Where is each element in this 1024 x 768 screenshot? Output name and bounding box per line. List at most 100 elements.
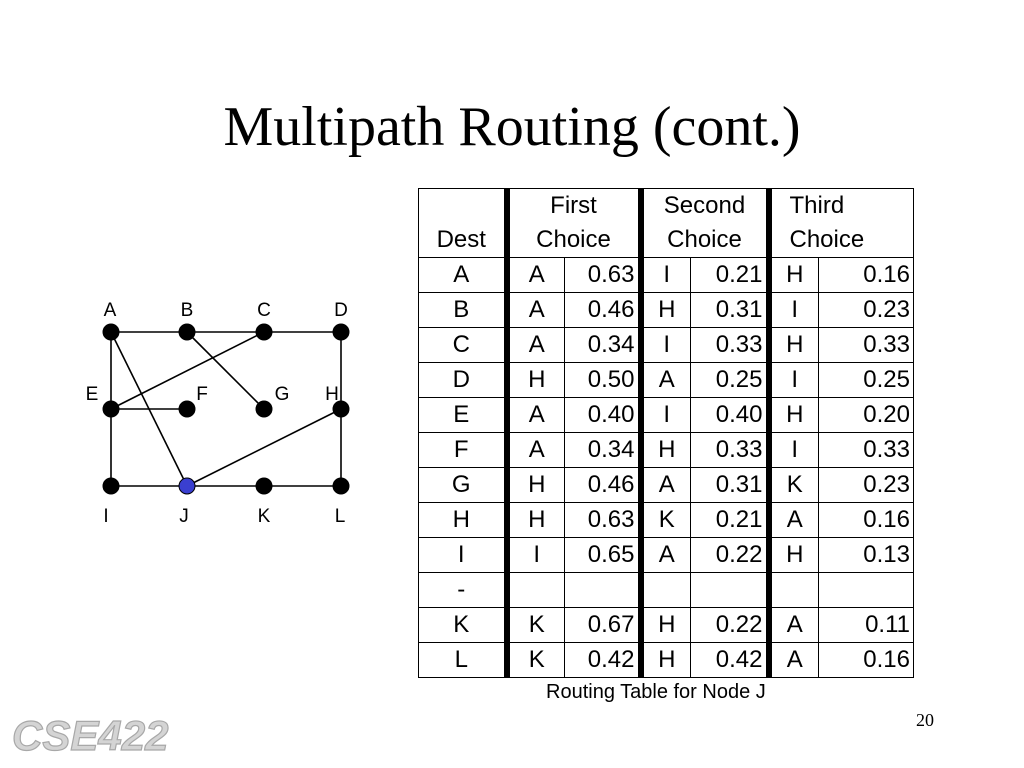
graph-node-label-k: K [258,506,271,527]
first-choice-node: A [506,397,565,433]
header-dest: Dest [418,188,510,258]
first-choice-prob: 0.50 [564,362,644,398]
graph-node-label-e: E [86,384,99,405]
first-choice-prob: 0.67 [564,607,644,643]
second-choice-node: I [640,257,691,293]
page-number: 20 [916,710,934,730]
third-choice-node: I [768,362,819,398]
third-choice-node: K [768,467,819,503]
second-choice-prob: 0.33 [690,432,772,468]
second-choice-prob: 0.31 [690,292,772,328]
third-choice-node: H [768,397,819,433]
second-choice-prob: 0.22 [690,607,772,643]
dest-cell: D [418,362,510,398]
graph-node-i [102,477,120,495]
second-choice-prob: 0.21 [690,257,772,293]
second-choice-node: H [640,642,691,678]
third-choice-prob: 0.23 [818,292,914,328]
second-choice-node: A [640,362,691,398]
graph-node-c [255,323,273,341]
graph-node-j [178,477,196,495]
second-choice-prob: 0.22 [690,537,772,573]
second-choice-node: H [640,292,691,328]
third-choice-node: I [768,292,819,328]
second-choice-prob [690,572,772,608]
first-choice-prob: 0.46 [564,467,644,503]
third-choice-node: A [768,502,819,538]
first-choice-node: A [506,432,565,468]
second-choice-prob: 0.31 [690,467,772,503]
first-choice-node: H [506,502,565,538]
dest-cell: L [418,642,510,678]
third-choice-prob: 0.11 [818,607,914,643]
third-choice-prob: 0.23 [818,467,914,503]
second-choice-prob: 0.40 [690,397,772,433]
dest-cell: A [418,257,510,293]
second-choice-node: K [640,502,691,538]
dest-cell: B [418,292,510,328]
graph-node-label-f: F [196,384,208,405]
first-choice-prob: 0.34 [564,432,644,468]
dest-cell: - [418,572,510,608]
second-choice-node [640,572,691,608]
course-logo-image: CSE422 [11,711,169,759]
first-choice-node: H [506,467,565,503]
graph-node-b [178,323,196,341]
second-choice-prob: 0.42 [690,642,772,678]
third-choice-node: A [768,642,819,678]
graph-node-label-a: A [104,300,117,321]
third-choice-prob: 0.33 [818,432,914,468]
graph-node-label-b: B [181,300,194,321]
third-choice-node: H [768,537,819,573]
first-choice-prob: 0.34 [564,327,644,363]
second-choice-node: A [640,537,691,573]
first-choice-prob: 0.40 [564,397,644,433]
graph-node-k [255,477,273,495]
dest-cell: E [418,397,510,433]
graph-node-label-i: I [103,506,108,527]
second-choice-prob: 0.25 [690,362,772,398]
graph-node-d [332,323,350,341]
graph-node-f [178,400,196,418]
third-choice-prob: 0.25 [818,362,914,398]
dest-cell: F [418,432,510,468]
dest-cell: I [418,537,510,573]
third-choice-prob: 0.16 [818,502,914,538]
second-choice-prob: 0.21 [690,502,772,538]
first-choice-prob: 0.46 [564,292,644,328]
third-choice-prob [818,572,914,608]
graph-node-g [255,400,273,418]
third-choice-node: H [768,327,819,363]
first-choice-prob: 0.42 [564,642,644,678]
second-choice-node: I [640,327,691,363]
third-choice-prob: 0.16 [818,257,914,293]
course-logo-text: CSE422 [12,712,168,759]
first-choice-node: H [506,362,565,398]
graph-node-label-d: D [334,300,348,321]
first-choice-prob: 0.63 [564,502,644,538]
first-choice-node: I [506,537,565,573]
graph-edge-a-j [110,331,188,487]
third-choice-node [768,572,819,608]
second-choice-prob: 0.33 [690,327,772,363]
graph-edge-c-e [110,331,265,410]
third-choice-prob: 0.13 [818,537,914,573]
graph-node-label-c: C [257,300,271,321]
first-choice-node: A [506,257,565,293]
third-choice-prob: 0.20 [818,397,914,433]
